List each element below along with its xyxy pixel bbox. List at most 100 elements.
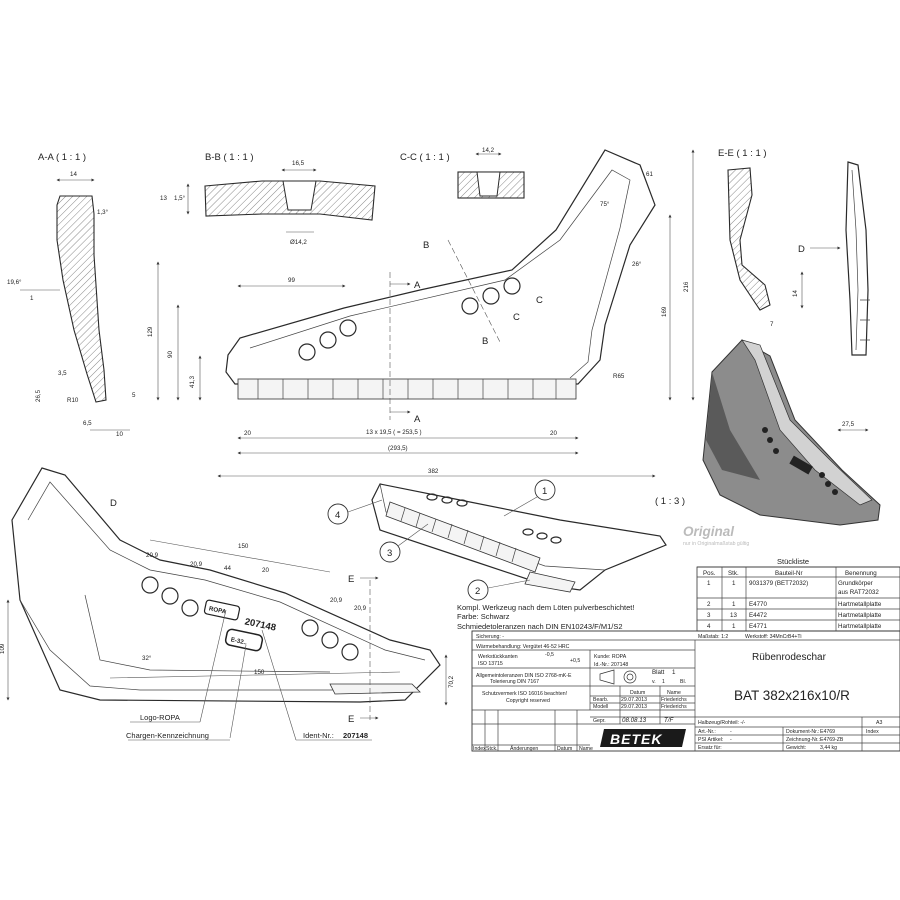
tb-werkstueckkanten: Werkstückkanten [478, 654, 518, 660]
tb-ersatz: Ersatz für: [698, 745, 722, 751]
tb-gepr-date: 08.08.13 [622, 717, 647, 724]
dim-d-70-2: 70,2 [448, 675, 455, 688]
tb-werkstoff: Werkstoff: 34MnCrB4+Ti [745, 634, 802, 640]
dim-aa-6-5: 6,5 [83, 420, 92, 427]
cut-c-right: C [536, 295, 543, 306]
svg-text:1: 1 [542, 486, 547, 497]
tb-modell: Modell [593, 704, 608, 710]
dim-d-20-9a: 20,9 [146, 552, 159, 559]
dim-main-293: (293,5) [388, 445, 408, 452]
dim-bb-phi: Ø14,2 [290, 239, 307, 246]
tb-name: Name [667, 690, 681, 696]
tb-gepr-name: T/F [664, 717, 674, 724]
dim-d-44: 44 [224, 565, 231, 572]
view-d: D ROPA 207148 E-32.. 150 20,9 20,9 44 20… [0, 467, 455, 741]
dim-main-90: 90 [167, 351, 174, 358]
dim-main-seg: 13 x 19,5 ( = 253,5 ) [366, 429, 422, 436]
dim-aa-3-5: 3,5 [58, 370, 67, 377]
dim-main-r65: R65 [613, 373, 625, 380]
svg-text:4: 4 [335, 510, 340, 521]
callout-ident-value: 207148 [343, 731, 368, 740]
tb-tol-minus: -0,5 [545, 652, 554, 658]
tb-rev-datum: Datum [557, 746, 572, 752]
tb-copyright: Copyright reserved [506, 698, 550, 704]
table-row: 3 13 E4472 Hartmetallplatte [707, 612, 882, 619]
svg-text:aus RAT72032: aus RAT72032 [838, 589, 879, 596]
balloon-3: 3 [379, 523, 429, 563]
iso-view-photo: Original nur in Originalmaßstab gültig [683, 339, 881, 547]
svg-text:13: 13 [730, 612, 737, 619]
dim-d-20: 20 [262, 567, 269, 574]
note-1: Kompl. Werkzeug nach dem Löten pulverbes… [457, 603, 634, 612]
tb-bearb: Bearb. [593, 697, 608, 703]
section-bb: B-B ( 1 : 1 ) 16,5 1,5° 13 Ø14,2 [160, 152, 376, 246]
dim-main-61: 61 [646, 171, 653, 178]
dim-aa-26-5: 26,5 [35, 389, 42, 402]
svg-text:2: 2 [707, 601, 711, 608]
parts-list-title: Stückliste [777, 557, 809, 566]
watermark-original: Original [683, 524, 734, 539]
tb-tol-plus: +0,5 [570, 658, 580, 664]
callout-ident-label: Ident-Nr.: [303, 731, 334, 740]
tb-gewicht-value: 3,44 kg [820, 745, 837, 751]
tb-iso13715: ISO 13715 [478, 661, 503, 667]
dim-main-99: 99 [288, 277, 295, 284]
tb-ident: Id.-Nr.: 207148 [594, 662, 628, 668]
tb-rev-aenderungen: Änderungen [510, 745, 538, 752]
tb-zeichnung-value: E4769-ZB [820, 737, 844, 743]
svg-text:2: 2 [475, 586, 480, 597]
view-d-title: D [110, 498, 117, 509]
tb-dokument-value: E4769 [820, 729, 835, 735]
tb-tolerierung: Tolerierung DIN 7167 [490, 679, 539, 685]
tb-art-value: - [730, 729, 732, 735]
tb-datum: Datum [630, 690, 645, 696]
balloon-1: 1 [503, 479, 556, 517]
dim-cc-14-2: 14,2 [482, 147, 495, 154]
stamp-ident: 207148 [244, 616, 277, 633]
svg-text:BETEK: BETEK [610, 731, 662, 747]
parts-hdr-benennung: Benennung [845, 570, 877, 577]
parts-hdr-bauteil: Bauteil-Nr [775, 570, 803, 577]
callout-chargen: Chargen-Kennzeichnung [126, 731, 209, 740]
dim-main-20b: 20 [550, 430, 557, 437]
parts-hdr-pos: Pos. [703, 570, 716, 577]
projection-symbol-icon [599, 669, 637, 685]
iso-exploded-view: ( 1 : 3 ) 1 4 3 2 [327, 479, 685, 601]
tb-bearb-name: Friederichs [661, 697, 687, 703]
tb-kunde: Kunde: ROPA [594, 654, 627, 660]
dim-bb-13: 13 [160, 195, 167, 202]
tb-rev-index: Index [473, 746, 486, 752]
svg-text:Hartmetallplatte: Hartmetallplatte [838, 601, 882, 608]
svg-text:Hartmetallplatte: Hartmetallplatte [838, 623, 882, 630]
section-ee-title: E-E ( 1 : 1 ) [718, 148, 767, 159]
dim-d-150a: 150 [238, 543, 249, 550]
svg-text:E4771: E4771 [749, 623, 767, 630]
svg-text:1: 1 [732, 601, 736, 608]
dim-aa-1: 1 [30, 295, 34, 302]
tb-zeichnung: Zeichnung-Nr.: [786, 737, 820, 743]
svg-text:1: 1 [707, 580, 711, 587]
tb-modell-date: 29.07.2013 [621, 704, 647, 710]
section-ee: E-E ( 1 : 1 ) D 14 7 27,5 [718, 148, 870, 432]
tb-art: Art.-Nr.: [698, 729, 716, 735]
d-bolt-holes [141, 576, 359, 661]
tb-rev-name: Name [579, 746, 593, 752]
betek-logo: BETEK [600, 729, 686, 747]
dim-main-26: 26° [632, 261, 642, 268]
parts-hdr-stk: Stk. [728, 570, 739, 577]
dim-bb-1-5: 1,5° [174, 195, 186, 202]
dim-main-382: 382 [428, 468, 439, 475]
table-row: 4 1 E4771 Hartmetallplatte [707, 623, 882, 630]
tb-gewicht: Gewicht: [786, 745, 806, 751]
dim-main-75: 75° [600, 201, 610, 208]
dim-aa-r10: R10 [67, 397, 79, 404]
cut-a-top: A [414, 280, 421, 291]
tb-format: A3 [876, 720, 882, 726]
tb-allgemeintoleranzen: Allgemeintoleranzen DIN ISO 2768-mK-E [476, 673, 572, 679]
dim-d-20-9c: 20,9 [330, 597, 343, 604]
svg-text:9031379 (BET72032): 9031379 (BET72032) [749, 580, 808, 587]
cut-e-top: E [348, 574, 354, 585]
notes: Kompl. Werkzeug nach dem Löten pulverbes… [457, 603, 634, 631]
dim-aa-5: 5 [132, 392, 136, 399]
dim-main-129: 129 [147, 326, 154, 337]
